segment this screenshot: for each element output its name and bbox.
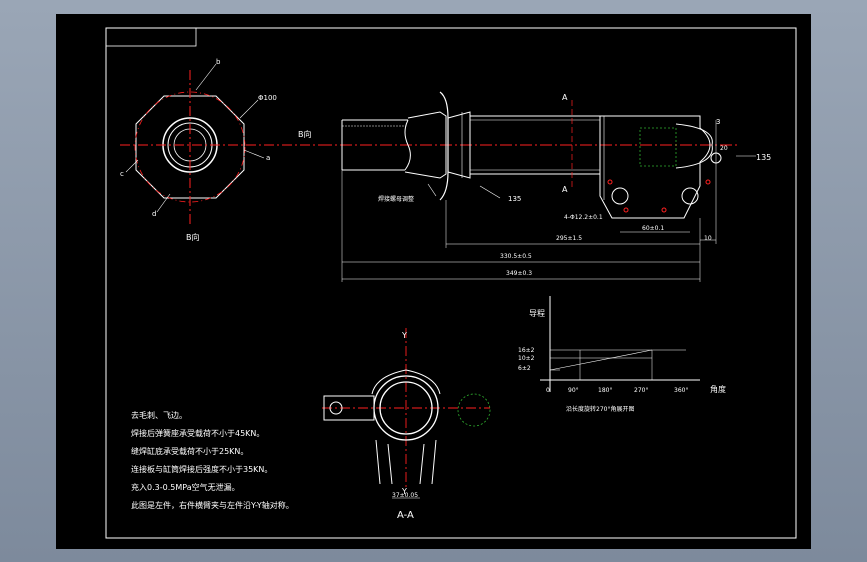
dim-20: 20 [720, 145, 728, 152]
spring-seat-body [404, 111, 447, 179]
tube-left-outline [341, 119, 408, 171]
lug-hole [329, 401, 343, 415]
knuckle-bracket [599, 115, 711, 219]
weld-note: 焊接螺母调整 [378, 195, 414, 203]
section-marker-bottom: A [562, 185, 568, 194]
note-line: 去毛刺、飞边。 [131, 410, 187, 420]
label-a: a [266, 154, 270, 162]
drawing-frame [105, 27, 797, 539]
dim-295: 295±1.5 [556, 235, 582, 242]
small-hole-1 [623, 207, 629, 213]
x-tick-360: 360° [674, 387, 688, 394]
dim-10: 10 [704, 235, 712, 242]
section-label: A-A [397, 510, 414, 521]
clamp-top-arc [371, 369, 441, 395]
dim-37: 37±0.05 [392, 492, 418, 499]
leader-d [156, 193, 171, 213]
dim-135b: 135 [508, 195, 521, 203]
label-c: c [120, 170, 124, 178]
dim-3: 3 [716, 118, 720, 126]
chart-y-label: 导程 [529, 309, 545, 318]
leader-a [243, 149, 265, 159]
y-label-top: Y [401, 331, 407, 340]
clamp-outer-ring [373, 375, 439, 441]
label-b: b [216, 58, 221, 66]
leader-c [125, 159, 139, 173]
end-view [120, 63, 320, 225]
y-tick-6: 6±2 [518, 365, 531, 372]
technical-notes: 去毛刺、飞边。 焊接后弹簧座承受载荷不小于45KN。 缝焊缸底承受载荷不小于25… [131, 410, 294, 510]
mount-hole-2 [681, 187, 699, 205]
dim-60: 60±0.1 [642, 225, 664, 232]
note-line: 此图是左件，右件横臂夹与左件沿Y-Y轴对称。 [131, 500, 294, 510]
y-tick-10: 10±2 [518, 355, 535, 362]
note-line: 焊接后弹簧座承受载荷不小于45KN。 [131, 428, 264, 438]
leader-b [195, 63, 217, 91]
section-marker-top: A [562, 93, 568, 102]
clamp-legs [375, 439, 437, 485]
cylinder-bottom-cap [675, 123, 713, 169]
label-b-direction-bottom: B向 [186, 232, 200, 242]
small-hole-2 [661, 207, 667, 213]
development-diagram [540, 296, 700, 392]
y-label-bottom: Y [401, 487, 407, 496]
small-hole-3 [607, 179, 613, 185]
spring-seat-flange [439, 91, 449, 201]
dim-330: 330.5±0.5 [500, 253, 532, 260]
y-tick-16: 16±2 [518, 347, 535, 354]
note-line: 连接板与缸筒焊接后强度不小于35KN。 [131, 464, 272, 474]
side-lug [323, 395, 375, 421]
chart-caption: 沿长度旋转270°角展开图 [566, 405, 634, 413]
section-aa-view [322, 328, 491, 499]
octagon-outline [135, 95, 245, 199]
hidden-bushing [639, 127, 677, 167]
clamp-bore [379, 381, 433, 435]
note-line: 缝焊缸底承受载荷不小于25KN。 [131, 446, 248, 456]
dim-135: 135 [756, 153, 771, 162]
dim-4-holes: 4-Φ12.2±0.1 [564, 214, 603, 221]
pitch-circle [134, 91, 246, 203]
helix-ramp [549, 349, 653, 371]
chart-x-label: 角度 [710, 384, 726, 394]
side-view [320, 91, 756, 282]
note-line: 充入0.3-0.5MPa空气无泄漏。 [131, 482, 240, 492]
label-phi100: Φ100 [258, 94, 277, 102]
x-tick-270: 270° [634, 387, 648, 394]
leader-phi100 [239, 99, 259, 119]
leader-135b [479, 185, 501, 199]
leader-weld [427, 183, 437, 197]
x-tick-90: 90° [568, 387, 579, 394]
label-d: d [152, 210, 156, 218]
title-tab [105, 27, 197, 47]
label-b-direction-right: B向 [298, 129, 312, 139]
tube-break-line [404, 119, 411, 171]
mount-hole-1 [611, 187, 629, 205]
x-tick-0: 0 [546, 387, 550, 394]
drawing-sheet [56, 14, 811, 549]
x-tick-180: 180° [598, 387, 612, 394]
hidden-circle [457, 393, 491, 427]
dim-349: 349±0.3 [506, 270, 532, 277]
small-hole-4 [705, 179, 711, 185]
